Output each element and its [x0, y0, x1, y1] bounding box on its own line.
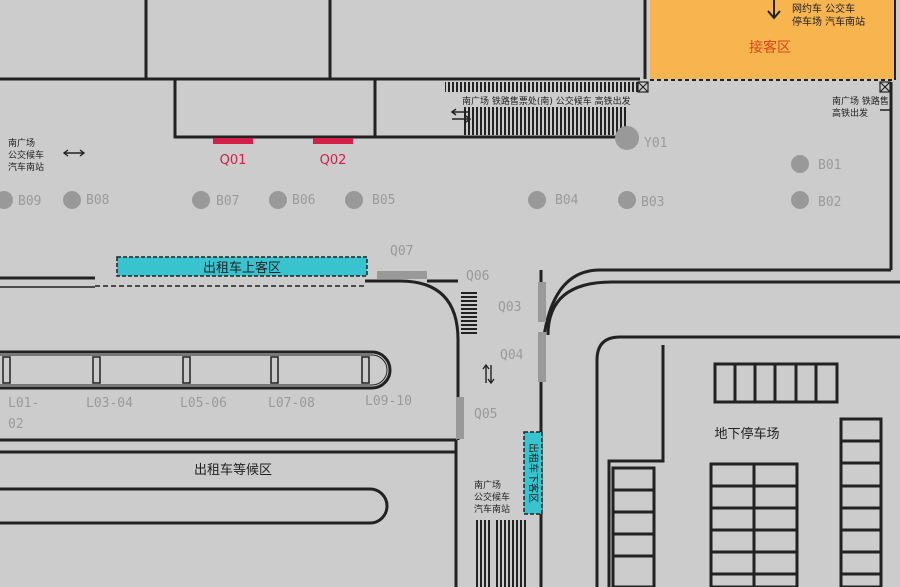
taxi-lanes-outline	[0, 350, 392, 390]
lane-dividers	[2, 356, 370, 384]
bottom-sign-line3: 汽车南站	[474, 503, 510, 515]
b02-label: B02	[818, 195, 841, 210]
left-sign-line3: 汽车南站	[8, 161, 44, 173]
q02-label: Q02	[320, 153, 347, 168]
pickup-zone-label: 接客区	[749, 39, 791, 56]
pickup-info-line2: 停车场 汽车南站	[792, 15, 865, 28]
walkway-hatch-top	[445, 82, 640, 92]
b05-marker	[345, 191, 363, 209]
bottom-sign-line2: 公交候车	[474, 491, 510, 503]
q01-marker	[213, 138, 253, 144]
b09-marker	[0, 191, 13, 209]
q03-bar	[538, 282, 546, 322]
vertical-arrows-icon	[482, 363, 495, 385]
pickup-zone	[650, 0, 895, 79]
q03-label: Q03	[498, 300, 521, 315]
left-double-arrow-icon	[62, 149, 86, 157]
parking-outline	[595, 335, 900, 587]
lane-l01-label-line1: L01-	[8, 396, 39, 411]
b03-marker	[618, 191, 636, 209]
parking-label: 地下停车场	[714, 426, 779, 442]
bottom-sign-line1: 南广场	[474, 479, 501, 491]
lane-l01-label-line2: 02	[8, 417, 24, 432]
bottom-stairs-left	[474, 520, 490, 587]
cross-box-icon	[637, 81, 891, 93]
taxi-waiting-label: 出租车等候区	[194, 462, 272, 478]
top-direction-sign: 南广场 铁路售票处(南) 公交候车 高铁出发	[462, 95, 631, 107]
left-sign-line1: 南广场	[8, 137, 35, 149]
crosswalk-hatch	[461, 290, 477, 336]
lane-l05-label: L05-06	[180, 396, 227, 411]
taxi-boarding-label: 出租车上客区	[203, 260, 281, 276]
taxi-dropoff-label: 出租车下客区	[527, 443, 540, 503]
direction-arrows-icon	[450, 108, 472, 123]
b06-marker	[269, 191, 287, 209]
y01-marker	[615, 126, 639, 150]
taxi-waiting-outline	[0, 438, 458, 587]
q05-label: Q05	[474, 407, 497, 422]
q07-label: Q07	[390, 244, 413, 259]
b08-label: B08	[86, 193, 109, 208]
b09-label: B09	[18, 194, 41, 209]
b05-label: B05	[372, 193, 395, 208]
b03-label: B03	[641, 195, 664, 210]
top-building-outline	[0, 0, 647, 139]
down-arrow-icon	[767, 0, 781, 20]
top-right-sign-line2: 高铁出发	[832, 107, 868, 119]
lane-l09-label: L09-10	[365, 394, 412, 409]
q07-bar	[377, 271, 427, 279]
taxi-dropoff-zone	[523, 431, 543, 515]
q05-bar	[456, 397, 464, 439]
q02-marker	[313, 138, 353, 144]
b02-marker	[791, 191, 809, 209]
bottom-stairs-right	[494, 520, 528, 587]
stairs-hatch	[462, 107, 628, 135]
taxi-boarding-zone	[116, 256, 368, 277]
b08-marker	[63, 191, 81, 209]
b07-marker	[192, 191, 210, 209]
b07-label: B07	[216, 194, 239, 209]
q04-bar	[538, 332, 546, 382]
left-sign-line2: 公交候车	[8, 149, 44, 161]
lane-l03-label: L03-04	[86, 396, 133, 411]
b04-label: B04	[555, 193, 579, 208]
b06-label: B06	[292, 193, 315, 208]
q06-label: Q06	[466, 269, 489, 284]
parking-stalls	[611, 362, 883, 587]
q01-label: Q01	[220, 153, 247, 168]
b01-label: B01	[818, 158, 841, 173]
y01-label: Y01	[644, 136, 667, 151]
b04-marker	[528, 191, 546, 209]
b-point-markers	[0, 155, 809, 209]
lane-l07-label: L07-08	[268, 396, 315, 411]
top-right-sign-line1: 南广场 铁路售	[832, 95, 889, 107]
b01-marker	[791, 155, 809, 173]
q04-label: Q04	[500, 348, 524, 363]
pickup-info-line1: 网约车 公交车	[792, 2, 855, 15]
